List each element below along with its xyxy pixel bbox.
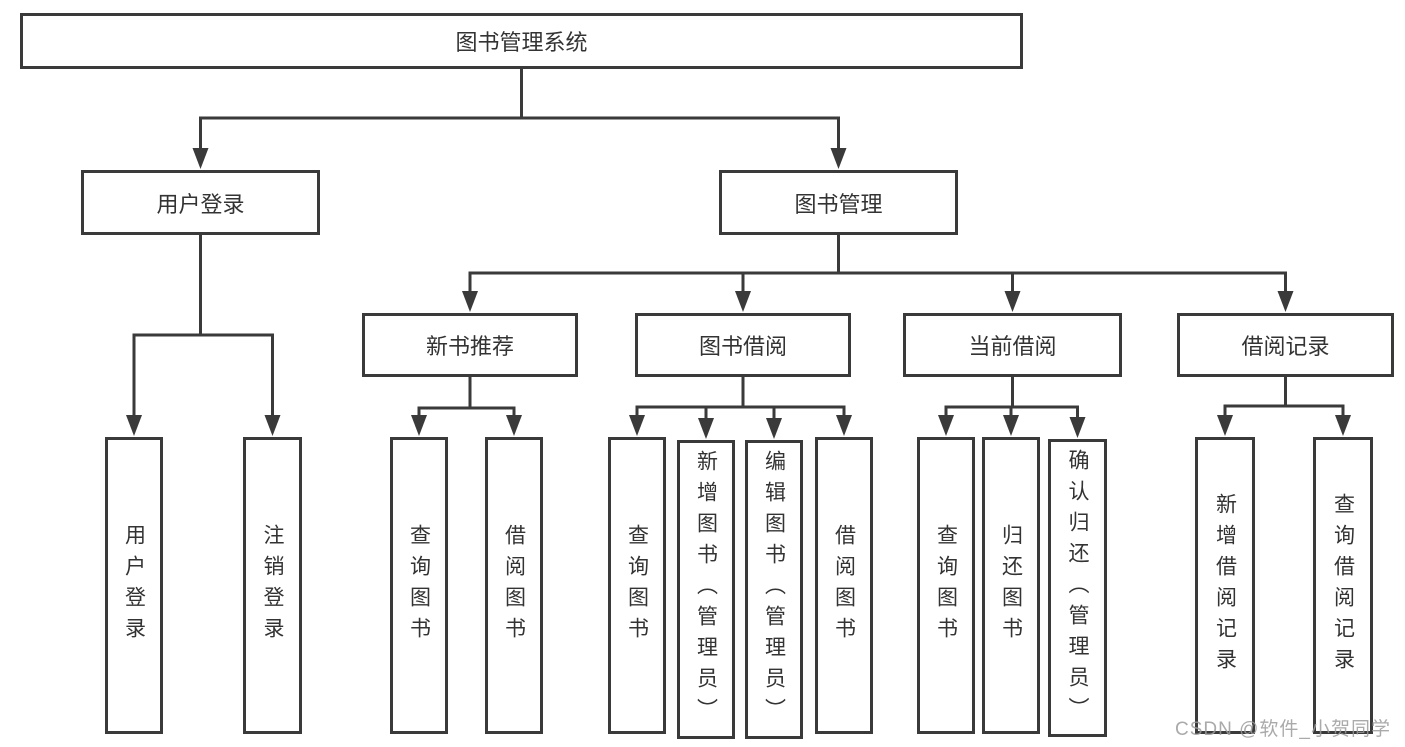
node-leaf-borrow-book-1: 借阅图书	[485, 437, 543, 734]
node-leaf-query-record: 查询借阅记录	[1313, 437, 1373, 734]
node-leaf-add-record: 新增借阅记录	[1195, 437, 1255, 734]
node-borrow-record: 借阅记录	[1177, 313, 1394, 377]
node-leaf-return-book: 归还图书	[982, 437, 1040, 734]
node-leaf-query-book-1: 查询图书	[390, 437, 448, 734]
node-root: 图书管理系统	[20, 13, 1023, 69]
node-leaf-edit-book: 编辑图书（管理员）	[745, 440, 803, 739]
node-leaf-add-book: 新增图书（管理员）	[677, 440, 735, 739]
node-leaf-query-book-2: 查询图书	[608, 437, 666, 734]
node-leaf-confirm-return: 确认归还（管理员）	[1048, 439, 1107, 737]
node-book-mgmt: 图书管理	[719, 170, 958, 235]
node-book-borrow: 图书借阅	[635, 313, 851, 377]
node-leaf-query-book-3: 查询图书	[917, 437, 975, 734]
node-user-login: 用户登录	[81, 170, 320, 235]
node-current-borrow: 当前借阅	[903, 313, 1122, 377]
node-leaf-borrow-book-2: 借阅图书	[815, 437, 873, 734]
node-leaf-logout: 注销登录	[243, 437, 302, 734]
node-leaf-user-login: 用户登录	[105, 437, 163, 734]
node-new-book-rec: 新书推荐	[362, 313, 578, 377]
watermark: CSDN @软件_小贺同学	[1175, 719, 1391, 740]
